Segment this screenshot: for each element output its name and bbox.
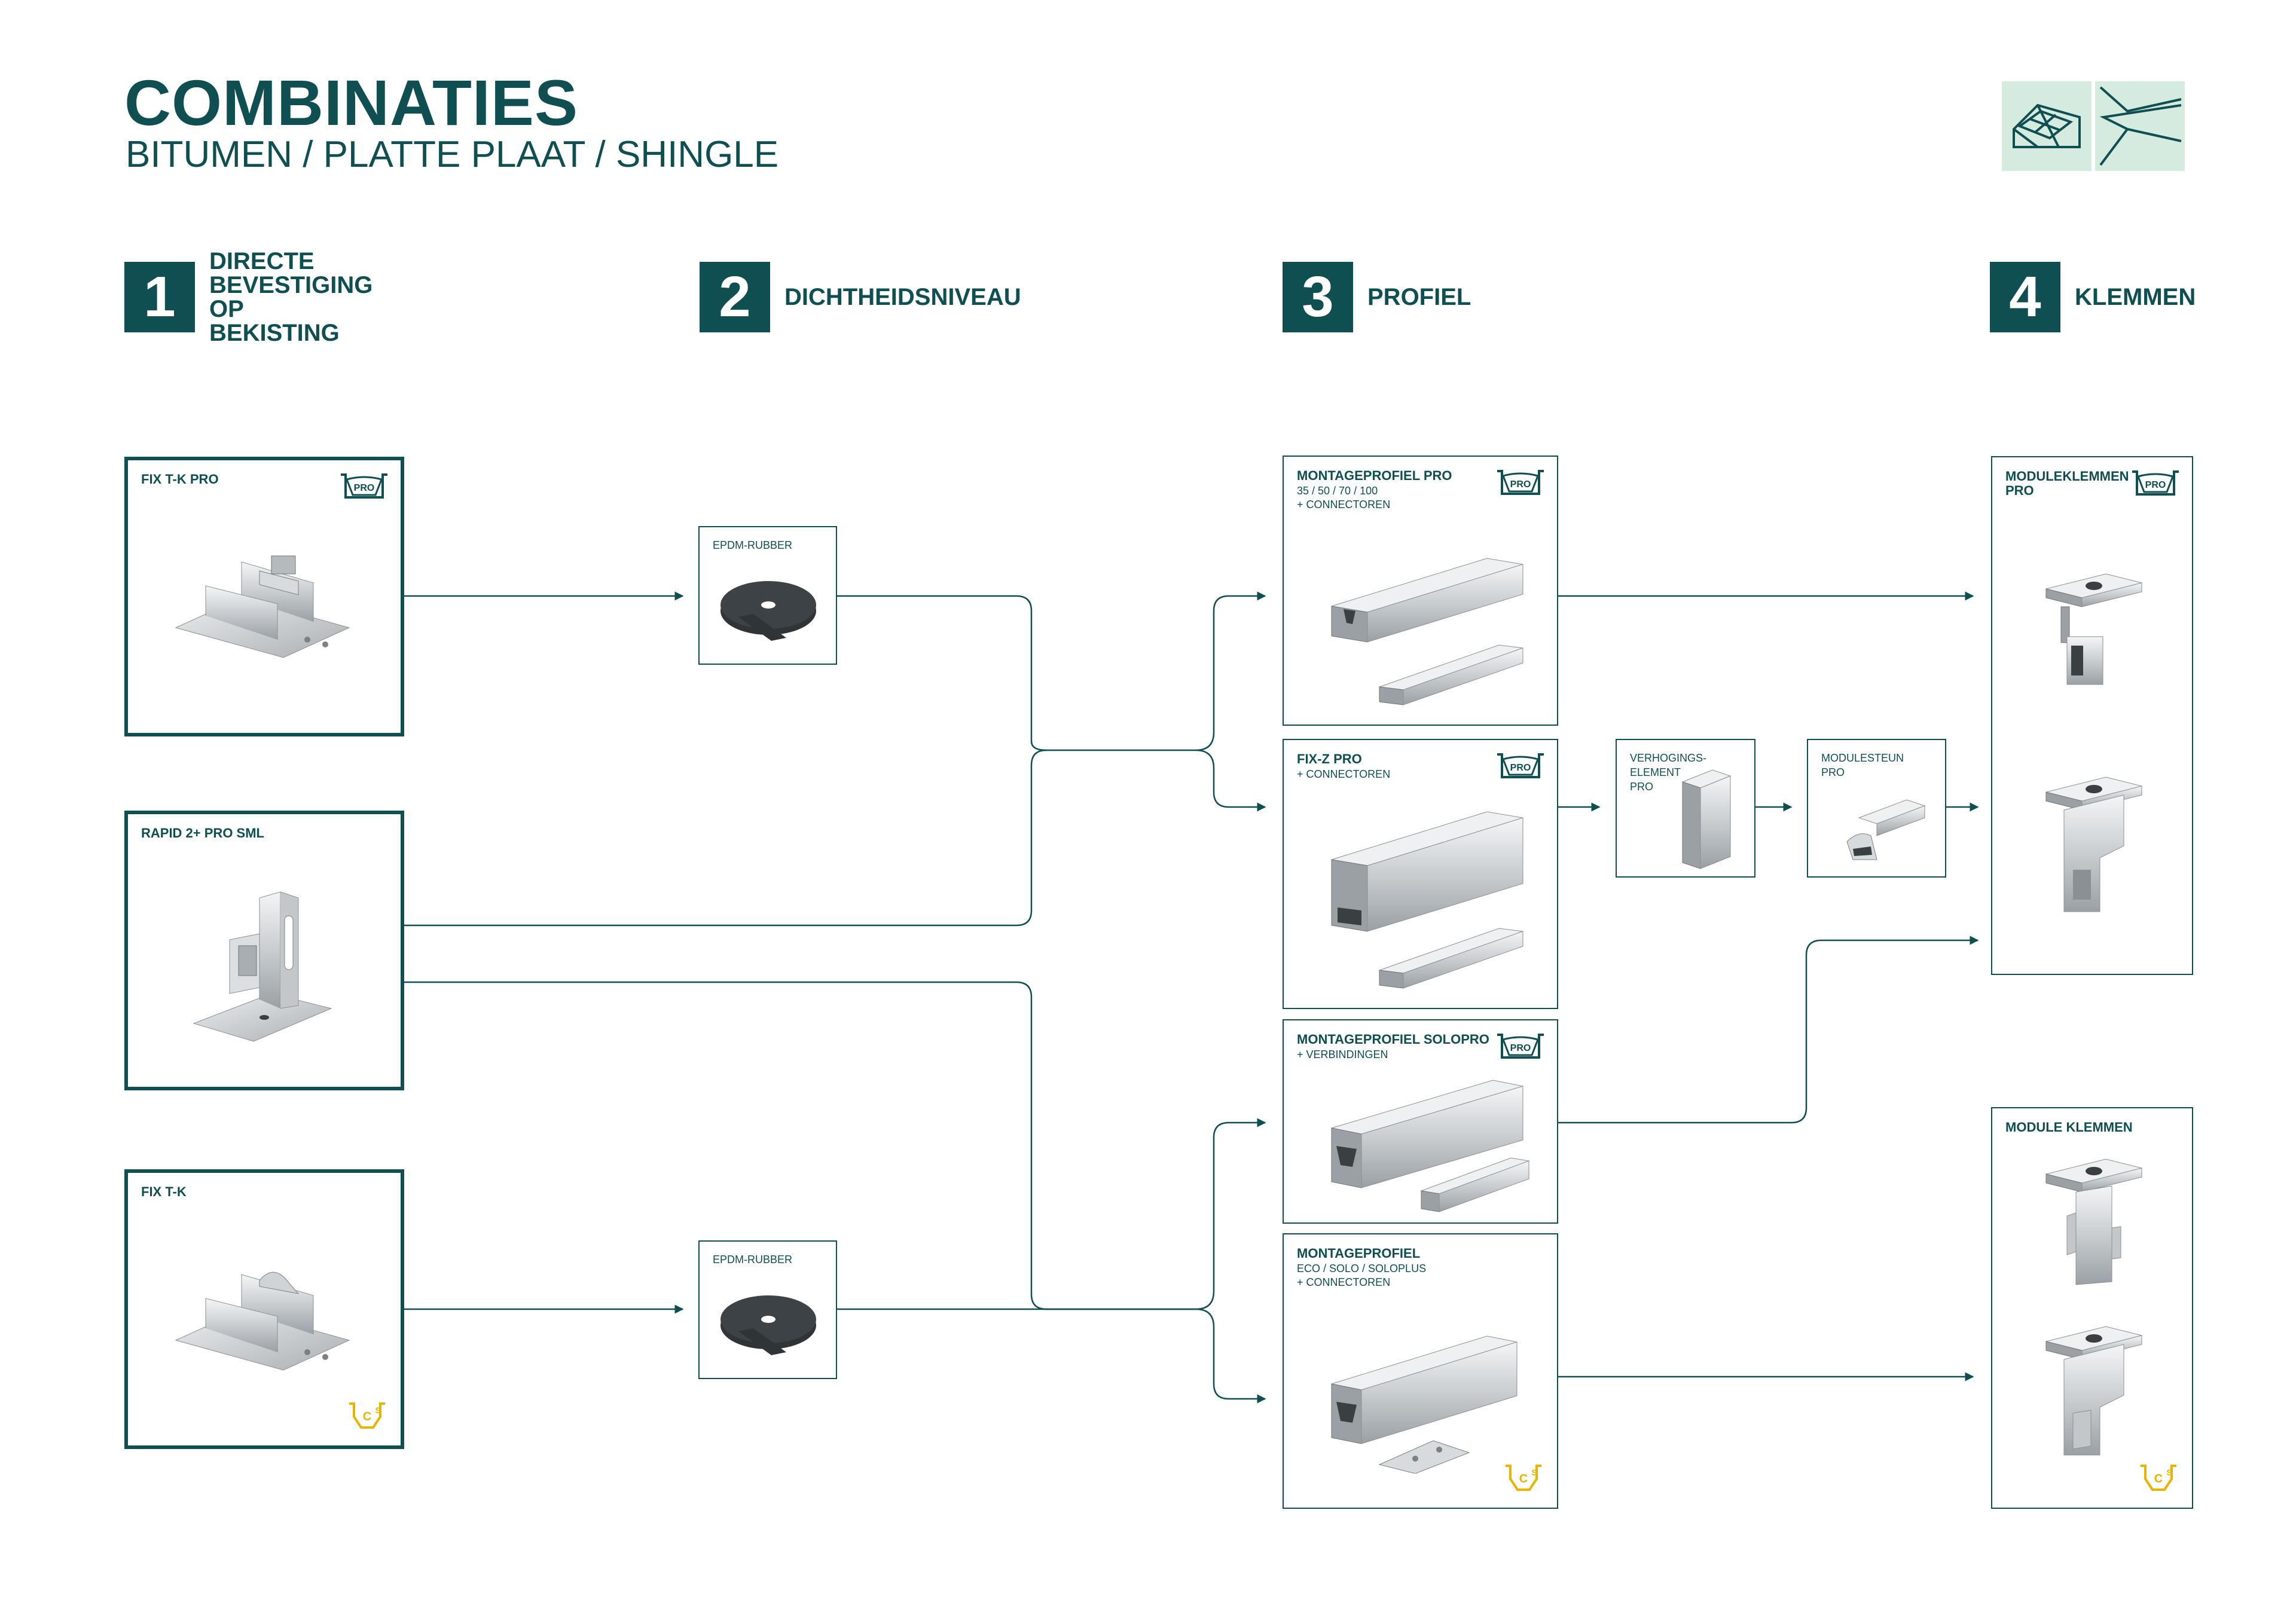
accessory-label: VERHOGINGS- ELEMENT PRO [1630, 752, 1707, 793]
step-3-label: PROFIEL [1367, 284, 1471, 310]
middle-clamp-image [2045, 1159, 2142, 1285]
profile-subtitle: ECO / SOLO / SOLOPLUS + CONNECTOREN [1297, 1263, 1427, 1288]
svg-text:PRO: PRO [1510, 479, 1531, 490]
pro-waterproof-icon: PRO [1497, 470, 1544, 495]
profile-card-montageprofiel[interactable]: MONTAGEPROFIEL ECO / SOLO / SOLOPLUS + C… [1283, 1233, 1558, 1509]
fix-z-pro-image [1331, 811, 1523, 989]
fix-tk-image [175, 1271, 350, 1371]
line-rapid-to-bottom-merge [404, 981, 1196, 1310]
rapid-2-pro-sml-image [193, 891, 332, 1042]
epdm-label: EPDM-RUBBER [713, 539, 793, 551]
svg-text:C: C [1519, 1472, 1528, 1486]
line-epdm-top-to-merge [837, 595, 1196, 751]
svg-text:S: S [375, 1405, 380, 1415]
step-2-number: 2 [700, 262, 770, 332]
product-title: RAPID 2+ PRO SML [141, 826, 264, 840]
profile-subtitle: + VERBINDINGEN [1297, 1049, 1388, 1060]
page-subtitle: BITUMEN / PLATTE PLAAT / SHINGLE [126, 134, 779, 175]
montageprofiel-image [1331, 1335, 1518, 1474]
pro-waterproof-icon: PRO [1497, 1034, 1544, 1059]
accessory-card-verhogingselement-pro[interactable]: VERHOGINGS- ELEMENT PRO [1616, 739, 1755, 878]
profile-title: MONTAGEPROFIEL [1297, 1246, 1421, 1261]
middle-clamp-pro-image [2045, 573, 2142, 685]
cs-icon: C S [349, 1402, 385, 1429]
profile-card-montageprofiel-solopro[interactable]: MONTAGEPROFIEL SOLOPRO + VERBINDINGEN PR… [1283, 1019, 1558, 1224]
profile-card-fix-z-pro[interactable]: FIX-Z PRO + CONNECTOREN PRO [1283, 739, 1558, 1009]
montageprofiel-pro-image [1331, 558, 1523, 705]
svg-text:S: S [1531, 1468, 1537, 1477]
svg-text:C: C [2154, 1472, 2163, 1486]
product-card-rapid-2-pro-sml[interactable]: RAPID 2+ PRO SML [124, 811, 404, 1090]
arrow-merge-to-solopro [1195, 1118, 1266, 1310]
epdm-rubber-roll-image [720, 1295, 816, 1355]
step-2-label: DICHTHEIDSNIVEAU [784, 284, 1021, 310]
pro-waterproof-icon: PRO [1497, 753, 1544, 778]
roof-type-icons [2002, 81, 2185, 171]
clamp-card-module-klemmen[interactable]: MODULE KLEMMEN C S [1991, 1107, 2193, 1509]
epdm-rubber-card-top[interactable]: EPDM-RUBBER [698, 526, 837, 665]
step-4-number: 4 [1990, 262, 2060, 332]
clamp-title: MODULEKLEMMEN PRO [2005, 469, 2129, 498]
profile-subtitle: + CONNECTOREN [1297, 768, 1391, 780]
product-title: FIX T-K PRO [141, 472, 219, 487]
step-3-number: 3 [1283, 262, 1353, 332]
svg-text:PRO: PRO [1510, 1043, 1531, 1053]
profile-title: FIX-Z PRO [1297, 751, 1362, 766]
line-rapid-to-merge [404, 749, 1047, 927]
arrow-merge-to-montageprofiel [1195, 1308, 1266, 1404]
step-4-label: KLEMMEN [2075, 284, 2196, 310]
accessory-card-modulesteun-pro[interactable]: MODULESTEUN PRO [1807, 739, 1946, 878]
product-card-fix-tk[interactable]: FIX T-K C S [124, 1169, 404, 1449]
product-card-fix-tk-pro[interactable]: FIX T-K PRO PRO [124, 457, 404, 736]
svg-text:PRO: PRO [354, 483, 375, 493]
arrow-merge-to-montageprofiel-pro [1195, 591, 1266, 751]
cs-icon: C S [2141, 1465, 2176, 1491]
pro-waterproof-icon: PRO [2132, 470, 2179, 496]
svg-text:C: C [363, 1410, 371, 1423]
epdm-rubber-roll-image [720, 581, 816, 641]
arrow-solopro-to-klemmen-pro [1558, 936, 1979, 1124]
epdm-label: EPDM-RUBBER [713, 1254, 793, 1266]
svg-text:PRO: PRO [2145, 480, 2166, 490]
clamp-title: MODULE KLEMMEN [2005, 1120, 2133, 1135]
verhogingselement-image [1681, 769, 1732, 869]
cs-icon: C S [1506, 1465, 1541, 1491]
svg-text:PRO: PRO [1510, 763, 1531, 773]
end-clamp-pro-image [2045, 777, 2142, 912]
end-clamp-image [2045, 1326, 2142, 1456]
profile-title: MONTAGEPROFIEL PRO [1297, 468, 1452, 483]
modulesteun-image [1846, 799, 1926, 860]
profile-card-montageprofiel-pro[interactable]: MONTAGEPROFIEL PRO 35 / 50 / 70 / 100 + … [1283, 456, 1558, 726]
accessory-label: MODULESTEUN PRO [1821, 752, 1904, 778]
pro-waterproof-icon: PRO [341, 473, 387, 499]
product-title: FIX T-K [141, 1184, 187, 1199]
page-title: COMBINATIES [124, 66, 578, 139]
arrow-merge-to-fixz [1195, 749, 1266, 812]
svg-text:S: S [2166, 1468, 2172, 1477]
profile-subtitle: 35 / 50 / 70 / 100 + CONNECTOREN [1297, 485, 1391, 511]
montageprofiel-solopro-image [1331, 1080, 1530, 1212]
epdm-rubber-card-bottom[interactable]: EPDM-RUBBER [698, 1240, 837, 1379]
flat-roof-icon [2099, 86, 2182, 166]
clamp-card-moduleklemmen-pro[interactable]: MODULEKLEMMEN PRO PRO [1991, 456, 2193, 975]
roof-solar-icon [2013, 103, 2081, 148]
fix-tk-pro-image [175, 555, 350, 658]
step-1-number: 1 [124, 262, 195, 332]
profile-title: MONTAGEPROFIEL SOLOPRO [1297, 1032, 1489, 1047]
